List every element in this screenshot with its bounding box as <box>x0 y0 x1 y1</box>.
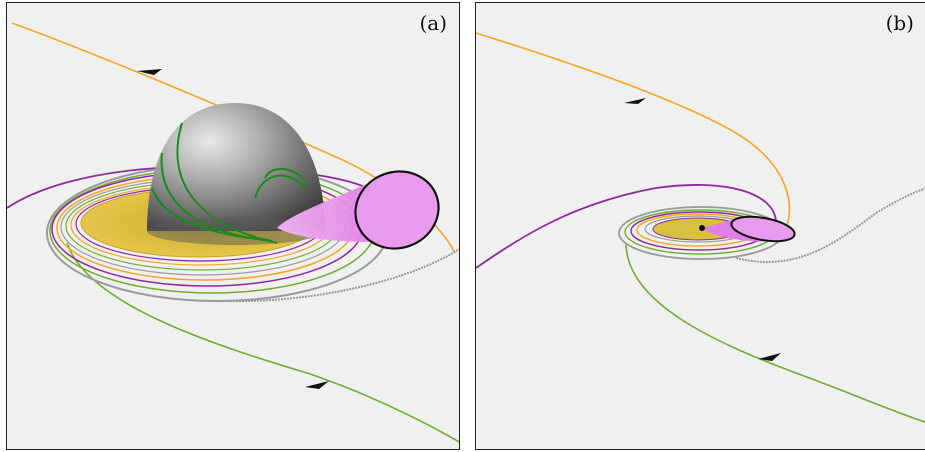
cone-opening <box>730 215 796 243</box>
panel-a-figure <box>7 22 459 443</box>
arrow-green <box>305 381 329 389</box>
panel-b: (b) <box>475 2 925 450</box>
panel-a: (a) <box>6 2 460 450</box>
gray-trajectory <box>735 187 925 263</box>
central-body <box>699 225 705 231</box>
orange-trajectory <box>476 32 791 229</box>
arrow-green <box>758 353 781 361</box>
cone-opening <box>354 170 440 250</box>
purple-trajectory <box>476 184 777 269</box>
dome <box>147 103 325 231</box>
arrow-orange <box>624 98 646 104</box>
panel-label: (a) <box>419 11 447 35</box>
panel-label: (b) <box>885 11 914 35</box>
dome-curves <box>151 122 308 244</box>
panel-b-figure <box>476 32 925 423</box>
green-trajectory <box>66 242 459 443</box>
green-trajectory <box>625 242 925 423</box>
gray-trajectory <box>226 248 459 303</box>
arrow-orange <box>137 69 162 75</box>
